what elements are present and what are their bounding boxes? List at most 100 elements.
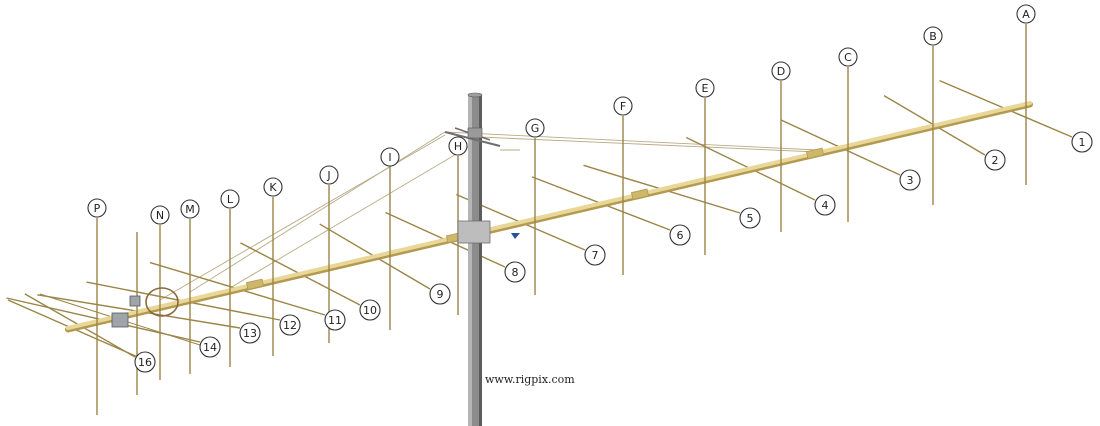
callout-number-3: 3 xyxy=(899,169,921,191)
callout-number-10: 10 xyxy=(359,299,381,321)
callout-circle xyxy=(669,224,691,246)
callout-label: 6 xyxy=(677,229,684,242)
callout-label: 5 xyxy=(747,212,754,225)
callout-letter-n: N xyxy=(150,205,170,225)
callout-letter-g: G xyxy=(525,118,545,138)
callout-number-16: 16 xyxy=(134,351,156,373)
callout-label: 14 xyxy=(203,341,217,354)
callout-number-14: 14 xyxy=(199,336,221,358)
callout-label: 4 xyxy=(822,199,829,212)
callout-circle xyxy=(319,165,339,185)
callout-letter-k: K xyxy=(263,177,283,197)
callout-circle xyxy=(984,149,1006,171)
callout-circle xyxy=(1071,131,1093,153)
callout-number-13: 13 xyxy=(239,322,261,344)
callout-number-11: 11 xyxy=(324,309,346,331)
mast-shadow xyxy=(479,95,482,426)
callout-letter-a: A xyxy=(1016,4,1036,24)
callout-circle xyxy=(87,198,107,218)
callout-circle xyxy=(525,118,545,138)
boom xyxy=(65,101,1033,333)
callout-label: 2 xyxy=(992,154,999,167)
callout-circle xyxy=(239,322,261,344)
callout-label: 12 xyxy=(283,319,297,332)
callout-label: M xyxy=(185,203,195,216)
callout-label: E xyxy=(702,82,709,95)
boom-coupler xyxy=(245,278,265,290)
callout-number-6: 6 xyxy=(669,224,691,246)
guy-wire xyxy=(444,131,819,151)
callout-number-1: 1 xyxy=(1071,131,1093,153)
callout-number-12: 12 xyxy=(279,314,301,336)
callout-label: I xyxy=(388,151,391,164)
callout-circle xyxy=(429,283,451,305)
callout-label: D xyxy=(777,65,785,78)
callout-number-8: 8 xyxy=(504,261,526,283)
callout-circle xyxy=(695,78,715,98)
callout-number-7: 7 xyxy=(584,244,606,266)
callout-label: J xyxy=(326,169,330,182)
callout-label: L xyxy=(227,193,234,206)
callout-circle xyxy=(380,147,400,167)
vertical-elements xyxy=(96,24,1027,415)
callout-number-2: 2 xyxy=(984,149,1006,171)
callout-letter-p: P xyxy=(87,198,107,218)
watermark-text: www.rigpix.com xyxy=(485,373,575,386)
callout-circle xyxy=(504,261,526,283)
callout-label: C xyxy=(844,51,852,64)
callout-circle xyxy=(814,194,836,216)
feed-loop xyxy=(145,287,179,317)
callout-circle xyxy=(1016,4,1036,24)
callout-circle xyxy=(180,199,200,219)
callout-label: K xyxy=(269,181,277,194)
callout-circle xyxy=(448,136,468,156)
mast-pole-icon xyxy=(444,92,520,426)
feed-box xyxy=(129,295,141,307)
callout-number-9: 9 xyxy=(429,283,451,305)
callout-letter-e: E xyxy=(695,78,715,98)
callout-letter-j: J xyxy=(319,165,339,185)
mast-highlight xyxy=(468,95,472,426)
callout-circle xyxy=(838,47,858,67)
guy-wire xyxy=(189,131,446,293)
callout-circle xyxy=(150,205,170,225)
feed-box xyxy=(111,312,129,328)
callout-letter-f: F xyxy=(613,96,633,116)
guy-bracket-clamp xyxy=(467,127,483,139)
callout-label: 7 xyxy=(592,249,599,262)
callout-label: A xyxy=(1022,8,1030,21)
callout-circle xyxy=(771,61,791,81)
callout-label: 16 xyxy=(138,356,152,369)
callout-label: F xyxy=(620,100,626,113)
feed-point-icon xyxy=(111,287,179,328)
callout-label: 13 xyxy=(243,327,257,340)
callout-circle xyxy=(359,299,381,321)
guy-wires xyxy=(159,131,819,301)
callout-letter-d: D xyxy=(771,61,791,81)
callout-label: G xyxy=(531,122,540,135)
callout-circle xyxy=(584,244,606,266)
callout-label: H xyxy=(454,140,462,153)
callout-letter-c: C xyxy=(838,47,858,67)
callout-circle xyxy=(134,351,156,373)
marker-icon xyxy=(511,233,520,239)
guy-wire xyxy=(229,139,481,289)
callout-label: 3 xyxy=(907,174,914,187)
callout-circle xyxy=(199,336,221,358)
callout-letter-h: H xyxy=(448,136,468,156)
callout-label: 1 xyxy=(1079,136,1086,149)
boom-coupler xyxy=(805,147,825,159)
callout-number-5: 5 xyxy=(739,207,761,229)
boom-coupler xyxy=(630,188,650,200)
callout-circle xyxy=(899,169,921,191)
callout-number-4: 4 xyxy=(814,194,836,216)
callout-label: 8 xyxy=(512,266,519,279)
callout-label: 11 xyxy=(328,314,342,327)
guy-wire xyxy=(479,136,819,153)
callout-circle xyxy=(279,314,301,336)
mast-clamp xyxy=(457,220,491,244)
callout-letter-i: I xyxy=(380,147,400,167)
callout-label: 10 xyxy=(363,304,377,317)
boom-tube xyxy=(66,101,1032,330)
